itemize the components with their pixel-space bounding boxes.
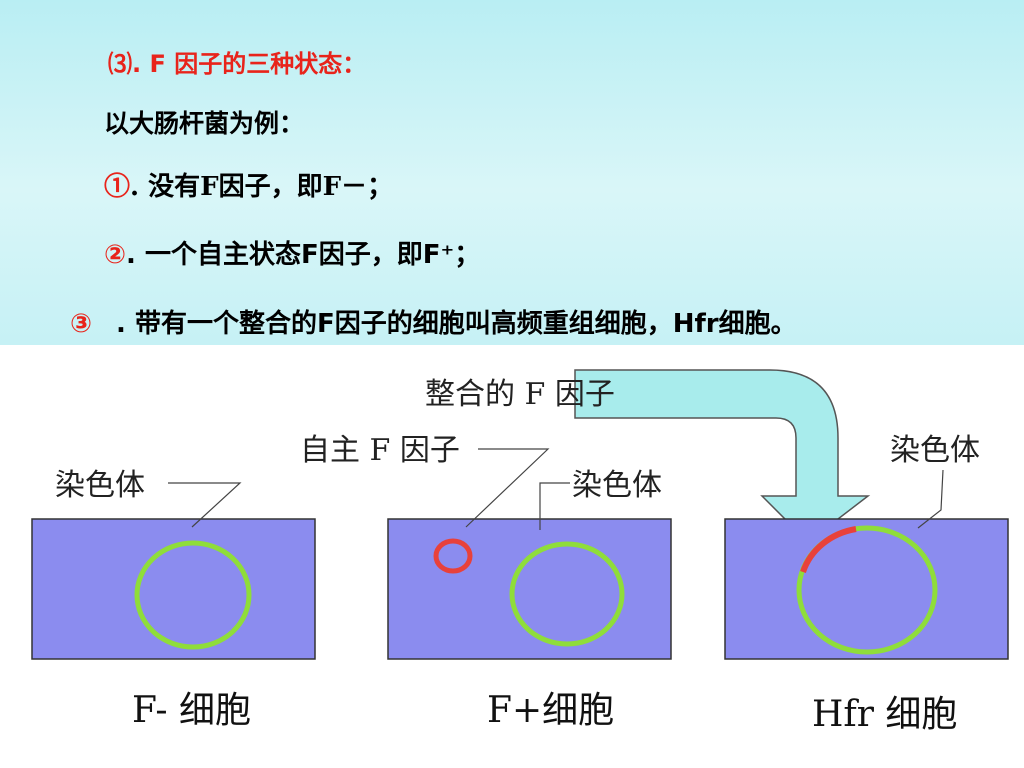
item-text-3: . 带有一个整合的F因子的细胞叫高频重组细胞，Hfr细胞。 (116, 309, 797, 339)
factor-label: 自主 F 因子 (300, 433, 460, 468)
chromosome-label-3: 染色体 (890, 433, 980, 468)
state-item-1: ①. 没有F因子，即F－； (104, 166, 393, 203)
caption-f-minus: F- 细胞 (132, 690, 251, 731)
text-panel: ⑶. F 因子的三种状态： 以大肠杆菌为例： ①. 没有F因子，即F－； ②. … (0, 0, 1024, 345)
cell-hfr (724, 518, 1009, 660)
f-factor-plasmid (433, 538, 473, 574)
chromosome-label-1: 染色体 (55, 468, 145, 503)
item-mark-1: ① (104, 172, 131, 202)
state-item-3: ③ . 带有一个整合的F因子的细胞叫高频重组细胞，Hfr细胞。 (70, 303, 797, 340)
caption-f-plus: F+细胞 (487, 690, 614, 731)
chromosome-leader-2 (539, 482, 570, 530)
chromosome-leader-1 (168, 482, 242, 528)
cell-f-plus (387, 518, 672, 660)
item-mark-2: ② (104, 240, 127, 270)
chromosome-label-2: 染色体 (572, 468, 662, 503)
item-mark-3: ③ (70, 309, 93, 339)
f-factor-leader (465, 448, 550, 528)
section-heading: ⑶. F 因子的三种状态： (108, 50, 367, 78)
chromosome-1 (134, 540, 252, 650)
chromosome-3 (796, 525, 938, 655)
item-text-1: . 没有F因子，即F－； (130, 172, 394, 202)
integrated-f-segment (800, 526, 857, 574)
state-item-2: ②. 一个自主状态F因子，即F⁺； (104, 234, 480, 271)
integration-arrow (574, 369, 871, 543)
chromosome-2 (509, 541, 625, 647)
intro-line: 以大肠杆菌为例： (104, 109, 305, 138)
caption-hfr: Hfr 细胞 (812, 694, 957, 735)
cell-f-minus (31, 518, 316, 660)
chromosome-leader-3 (917, 469, 944, 529)
item-text-2: . 一个自主状态F因子，即F⁺； (126, 240, 481, 270)
arrow-label: 整合的 F 因子 (425, 377, 615, 412)
